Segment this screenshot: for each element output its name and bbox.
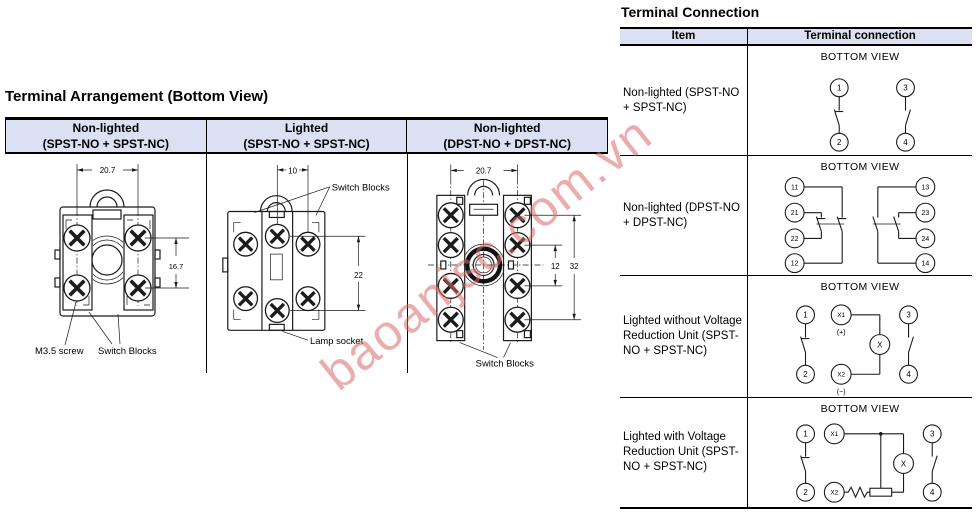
circuit-spst: 1 2 3 4 — [829, 78, 915, 152]
terminal-12: 12 — [791, 261, 799, 268]
terminal-3: 3 — [930, 430, 935, 439]
row-item-label: Lighted without Voltage Reduction Unit (… — [623, 315, 742, 357]
terminal-11: 11 — [791, 184, 798, 191]
row-terminal-diagram: BOTTOM VIEW 1 2 3 4 — [747, 46, 972, 155]
dim-outer-label: 32 — [570, 262, 579, 271]
dim-height-label: 22 — [354, 271, 363, 280]
terminal-2: 2 — [803, 370, 807, 379]
terminal-1: 1 — [803, 311, 808, 320]
dim-width-label: 20.7 — [476, 166, 492, 175]
connection-title: Terminal Connection — [621, 4, 760, 20]
lamp-symbol: X — [877, 340, 883, 349]
header-line: (SPST-NO + SPST-NC) — [42, 136, 170, 151]
bottom-view-label: BOTTOM VIEW — [820, 281, 900, 293]
bottom-view-label: BOTTOM VIEW — [820, 403, 900, 415]
terminal-1: 1 — [803, 430, 808, 439]
terminal-2: 2 — [837, 138, 841, 147]
lamp-socket-label: Lamp socket — [310, 335, 364, 346]
terminal-23: 23 — [922, 210, 930, 217]
arrangement-header-nonlighted-spst: Non-lighted (SPST-NO + SPST-NC) — [6, 120, 206, 152]
m35-screw-label: M3.5 screw — [35, 346, 84, 357]
dim-height-label: 16.7 — [169, 262, 184, 271]
arrangement-header-row: Non-lighted (SPST-NO + SPST-NC) Lighted … — [5, 117, 608, 154]
pushbutton-rings — [465, 243, 504, 287]
connection-table: Item Terminal connection Non-lighted (SP… — [620, 27, 972, 509]
terminal-x2: X2 — [830, 489, 838, 496]
circuit-lighted: 1 2 X1 X2 (+) (−) X 3 4 — [796, 304, 918, 396]
polarity-minus: (−) — [837, 389, 846, 396]
switch-blocks-label: Switch Blocks — [98, 346, 157, 357]
dim-inner-label: 12 — [551, 262, 560, 271]
arrangement-header-lighted-spst: Lighted (SPST-NO + SPST-NC) — [205, 120, 407, 152]
dim-width-label: 20.7 — [100, 166, 116, 175]
terminal-1: 1 — [837, 84, 842, 93]
row-item-label: Non-lighted (DPST-NO + DPST-NC) — [623, 201, 740, 229]
connection-row-nonlighted-spst: Non-lighted (SPST-NO + SPST-NC) BOTTOM V… — [620, 46, 972, 156]
arrangement-body-row: 20.7 16.7 — [5, 154, 606, 373]
row-terminal-diagram: BOTTOM VIEW 11 21 22 12 13 23 24 14 — [747, 156, 972, 275]
terminal-4: 4 — [906, 370, 911, 379]
resistor-zigzag — [844, 485, 870, 499]
arrangement-header-nonlighted-dpst: Non-lighted (DPST-NO + DPST-NC) — [406, 120, 607, 152]
column-header-item: Item — [671, 30, 696, 42]
dim-width-label: 10 — [288, 166, 297, 175]
terminal-22: 22 — [791, 236, 799, 243]
switch-blocks-label: Switch Blocks — [332, 182, 390, 193]
connection-row-nonlighted-dpst: Non-lighted (DPST-NO + DPST-NC) BOTTOM V… — [620, 156, 972, 276]
terminal-14: 14 — [922, 261, 930, 268]
header-line: Non-lighted — [473, 121, 541, 135]
connection-row-lighted-no-vru: Lighted without Voltage Reduction Unit (… — [620, 276, 972, 398]
polarity-plus: (+) — [837, 330, 846, 337]
terminal-x1: X1 — [837, 312, 845, 319]
terminal-24: 24 — [922, 236, 930, 243]
junction-dot — [878, 432, 883, 436]
circuit-dpst: 11 21 22 12 13 23 24 14 — [784, 176, 936, 274]
connection-header-row: Item Terminal connection — [620, 27, 972, 46]
circuit-lighted-vru: 1 2 X1 X2 X 3 4 — [796, 423, 942, 503]
nonlighted-dpst-drawing: 20.7 — [427, 164, 582, 369]
terminal-x2: X2 — [837, 372, 845, 379]
diagram-lighted-spst: 10 22 Switch Blocks Lamp socket — [206, 154, 407, 373]
terminal-21: 21 — [791, 210, 799, 217]
header-line: (DPST-NO + DPST-NC) — [443, 136, 572, 151]
row-terminal-diagram: BOTTOM VIEW 1 2 X1 X2 X 3 4 — [747, 398, 972, 507]
terminal-2: 2 — [803, 488, 807, 497]
connection-row-lighted-vru: Lighted with Voltage Reduction Unit (SPS… — [620, 398, 972, 509]
row-item-label: Lighted with Voltage Reduction Unit (SPS… — [623, 431, 739, 473]
plunger-arcs — [93, 235, 123, 285]
bottom-view-label: BOTTOM VIEW — [820, 51, 900, 63]
terminal-4: 4 — [930, 488, 935, 497]
terminal-3: 3 — [906, 311, 911, 320]
bottom-view-label: BOTTOM VIEW — [820, 161, 900, 173]
header-line: Lighted — [284, 121, 329, 135]
terminal-3: 3 — [903, 84, 908, 93]
row-terminal-diagram: BOTTOM VIEW 1 2 X1 X2 (+) (−) X 3 4 — [747, 276, 972, 397]
lighted-spst-drawing: 10 22 Switch Blocks Lamp socket — [222, 164, 390, 346]
voltage-reduction-resistor — [869, 487, 893, 497]
row-item-label: Non-lighted (SPST-NO + SPST-NC) — [623, 86, 740, 114]
nonlighted-spst-drawing: 20.7 16.7 — [35, 164, 189, 357]
diagram-nonlighted-spst: 20.7 16.7 — [5, 154, 206, 373]
header-line: (SPST-NO + SPST-NC) — [243, 136, 370, 151]
arrangement-title: Terminal Arrangement (Bottom View) — [5, 88, 269, 105]
switch-blocks-label: Switch Blocks — [476, 358, 534, 369]
column-header-terminal-connection: Terminal connection — [747, 29, 972, 44]
terminal-13: 13 — [922, 184, 930, 191]
terminal-4: 4 — [903, 138, 908, 147]
lamp-symbol: X — [901, 459, 907, 468]
diagram-nonlighted-dpst: 20.7 — [407, 154, 606, 373]
terminal-x1: X1 — [830, 431, 838, 438]
header-line: Non-lighted — [72, 121, 140, 135]
